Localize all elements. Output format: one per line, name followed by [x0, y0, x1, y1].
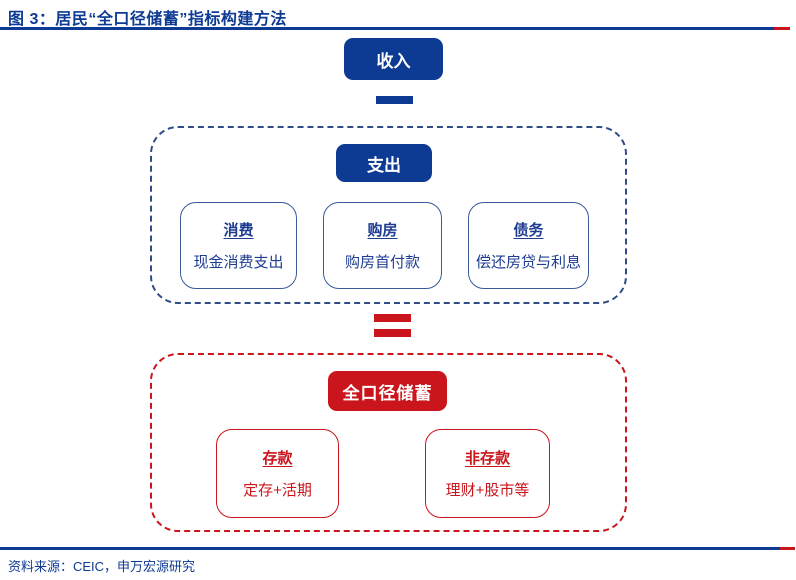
expense-item-title: 消费	[223, 222, 254, 239]
title-divider	[0, 27, 774, 30]
expense-item-desc: 现金消费支出	[193, 254, 284, 271]
expense-item-consumption: 消费 现金消费支出	[180, 202, 297, 289]
source-divider-accent	[780, 547, 795, 550]
title-divider-accent	[774, 27, 790, 30]
savings-item-desc: 理财+股市等	[445, 482, 530, 499]
savings-item-nondeposit: 非存款 理财+股市等	[425, 429, 550, 518]
source-divider	[0, 547, 780, 550]
expense-item-title: 债务	[513, 222, 544, 239]
savings-group-container	[150, 353, 627, 532]
savings-item-title: 存款	[262, 450, 293, 467]
expense-item-desc: 购房首付款	[344, 254, 420, 271]
minus-operator-icon	[376, 96, 413, 104]
source-note: 资料来源：CEIC，申万宏源研究	[8, 559, 196, 574]
savings-header-node: 全口径储蓄	[328, 371, 447, 411]
expense-item-title: 购房	[367, 222, 398, 239]
equals-operator-icon	[374, 314, 411, 337]
expense-group-container	[150, 126, 627, 304]
expense-item-desc: 偿还房贷与利息	[475, 254, 581, 271]
savings-item-title: 非存款	[464, 450, 510, 467]
figure-title: 图 3：居民“全口径储蓄”指标构建方法	[8, 11, 287, 28]
expense-item-debt: 债务 偿还房贷与利息	[468, 202, 589, 289]
savings-item-desc: 定存+活期	[243, 482, 312, 499]
expense-item-housing: 购房 购房首付款	[323, 202, 442, 289]
savings-item-deposit: 存款 定存+活期	[216, 429, 339, 518]
income-node: 收入	[344, 38, 443, 80]
expense-header-node: 支出	[336, 144, 432, 182]
